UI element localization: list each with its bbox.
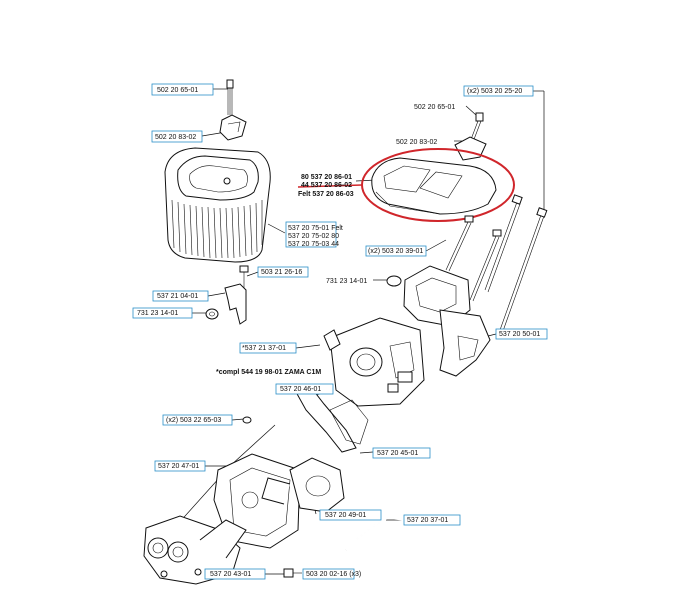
svg-text:502 20 65-01: 502 20 65-01 xyxy=(414,104,455,111)
label-537-20-47-01: 537 20 47-01 xyxy=(154,460,206,472)
svg-text:502 20 83-02: 502 20 83-02 xyxy=(396,139,437,146)
svg-text:537 20 75-02 80: 537 20 75-02 80 xyxy=(288,233,339,240)
svg-text:537 21 04-01: 537 21 04-01 xyxy=(157,293,198,300)
svg-text:537 20 49-01: 537 20 49-01 xyxy=(325,512,366,519)
label-537-20-37-01: 537 20 37-01 xyxy=(403,514,461,526)
label-502-20-83-02-right: 502 20 83-02 xyxy=(396,139,437,146)
svg-text:731 23 14-01: 731 23 14-01 xyxy=(326,278,367,285)
svg-text:731 23 14-01: 731 23 14-01 xyxy=(137,310,178,317)
filter-cover-right xyxy=(297,112,548,332)
nut-icon xyxy=(205,308,219,320)
svg-text:537 20 46-01: 537 20 46-01 xyxy=(280,386,321,393)
svg-text:503 20 02-16 (x3): 503 20 02-16 (x3) xyxy=(306,571,361,578)
label-537-20-86-group: 80 537 20 86-01 44 537 20 86-02 Felt 537… xyxy=(298,174,354,198)
svg-text:502 20 83-02: 502 20 83-02 xyxy=(155,134,196,141)
label-537-20-75-group: 537 20 75-01 Felt 537 20 75-02 80 537 20… xyxy=(285,221,343,248)
svg-text:537 20 47-01: 537 20 47-01 xyxy=(158,463,199,470)
filter-knob-icon xyxy=(219,114,247,141)
bolt-icon xyxy=(226,79,234,89)
label-537-20-43-01: 537 20 43-01 xyxy=(204,568,266,580)
svg-text:(x2) 503 20 39-01: (x2) 503 20 39-01 xyxy=(368,248,423,255)
svg-text:*537 21 37-01: *537 21 37-01 xyxy=(242,345,286,352)
label-502-20-65-01-left: 502 20 65-01 xyxy=(151,83,214,96)
label-compl-544-19-98-01: *compl 544 19 98-01 ZAMA C1M xyxy=(216,369,321,376)
svg-text:503 21 26-16: 503 21 26-16 xyxy=(261,269,302,276)
svg-text:537 20 50-01: 537 20 50-01 xyxy=(499,331,540,338)
filter-cover-icon xyxy=(371,157,497,215)
svg-text:537 20 75-03 44: 537 20 75-03 44 xyxy=(288,241,339,248)
label-731-23-14-01-right: 731 23 14-01 xyxy=(326,278,367,285)
label-537-20-45-01: 537 20 45-01 xyxy=(372,447,431,459)
svg-text:502 20 65-01: 502 20 65-01 xyxy=(157,87,198,94)
svg-text:(x2) 503 20 25-20: (x2) 503 20 25-20 xyxy=(467,88,522,95)
screw-icon xyxy=(239,265,249,273)
label-503-21-26-16: 503 21 26-16 xyxy=(257,266,309,278)
part-labels: 502 20 65-01 502 20 83-02 80 537 20 86-0… xyxy=(132,83,548,580)
svg-text:537 20 43-01: 537 20 43-01 xyxy=(210,571,251,578)
label-537-21-37-01: *537 21 37-01 xyxy=(239,342,297,354)
svg-text:(x2) 503 22 65-03: (x2) 503 22 65-03 xyxy=(166,417,221,424)
label-x2-503-20-39-01: (x2) 503 20 39-01 xyxy=(365,245,427,257)
svg-text:80 537 20 86-01: 80 537 20 86-01 xyxy=(301,174,352,181)
label-537-20-46-01: 537 20 46-01 xyxy=(275,383,334,395)
label-537-20-50-01: 537 20 50-01 xyxy=(495,328,548,340)
svg-text:537 20 37-01: 537 20 37-01 xyxy=(407,517,448,524)
label-502-20-65-01-right: 502 20 65-01 xyxy=(414,104,455,111)
svg-text:Felt 537 20 86-03: Felt 537 20 86-03 xyxy=(298,191,354,198)
label-537-20-49-01: 537 20 49-01 xyxy=(319,509,382,521)
bracket-icon xyxy=(224,283,247,325)
label-x2-503-20-25-20: (x2) 503 20 25-20 xyxy=(463,85,534,97)
label-x2-503-22-65-03: (x2) 503 22 65-03 xyxy=(162,414,233,426)
svg-text:*compl 544 19 98-01 ZAMA C1M: *compl 544 19 98-01 ZAMA C1M xyxy=(216,369,321,376)
label-537-21-04-01: 537 21 04-01 xyxy=(152,290,209,302)
label-731-23-14-01-left: 731 23 14-01 xyxy=(132,307,193,319)
label-503-20-02-16: 503 20 02-16 (x3) xyxy=(302,568,361,580)
svg-text:537 20 75-01 Felt: 537 20 75-01 Felt xyxy=(288,225,343,232)
svg-text:537 20 45-01: 537 20 45-01 xyxy=(377,450,418,457)
svg-text:44 537 20 86-02: 44 537 20 86-02 xyxy=(301,182,352,189)
label-502-20-83-02-left: 502 20 83-02 xyxy=(151,130,203,143)
air-filter-left xyxy=(164,79,271,325)
intake-assembly xyxy=(143,215,502,585)
